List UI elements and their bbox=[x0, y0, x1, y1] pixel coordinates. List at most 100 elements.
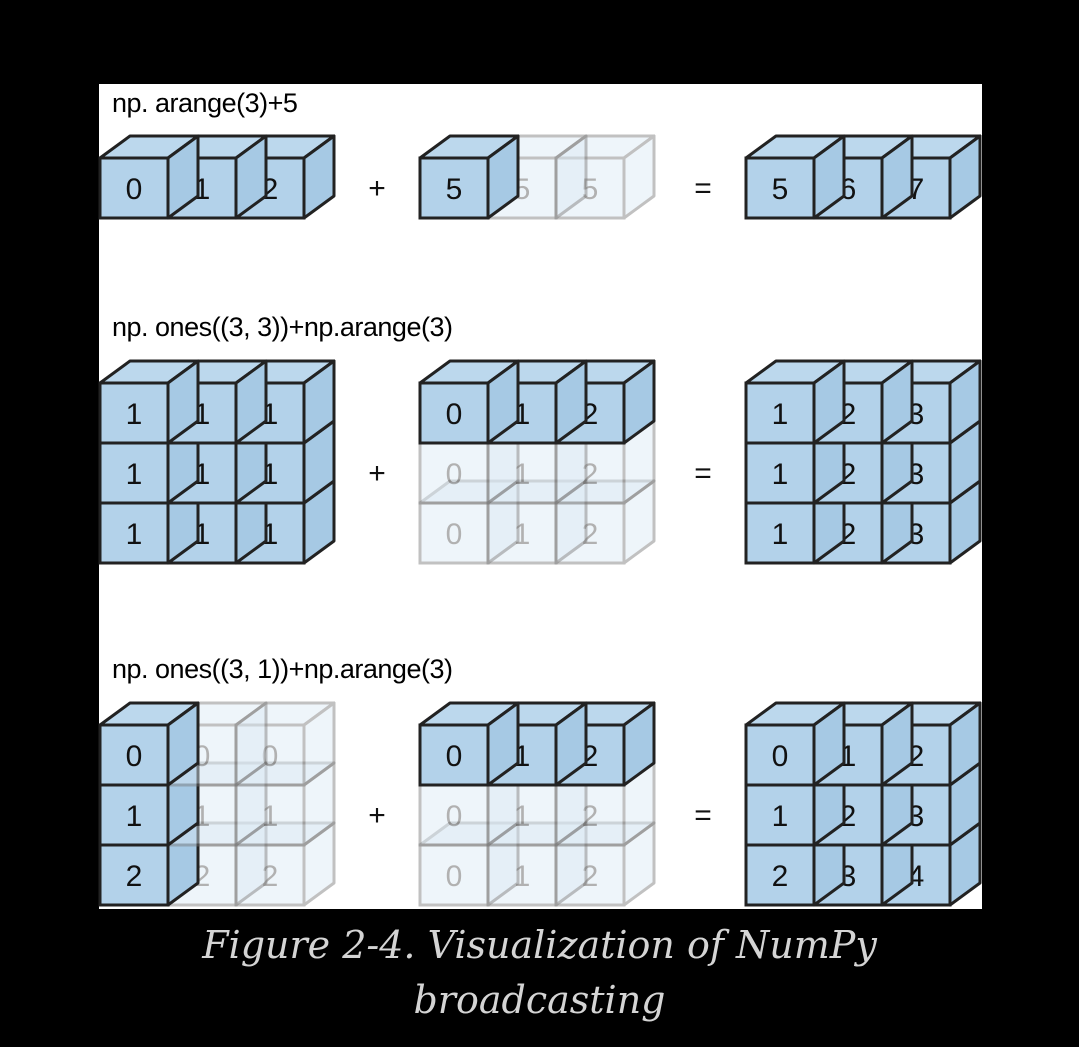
cube-front-face bbox=[98, 723, 170, 787]
cube-front-face bbox=[418, 381, 490, 445]
cube-top-face bbox=[418, 479, 520, 505]
cell-value: 0 bbox=[446, 740, 463, 773]
cell-value: 2 bbox=[582, 860, 599, 893]
cube-front-face bbox=[744, 156, 816, 220]
cell-value: 1 bbox=[772, 800, 789, 833]
cube-side-face bbox=[622, 134, 656, 220]
cell-ex3-op1-r0-c0: 0 bbox=[98, 701, 200, 787]
plus-operator-1: + bbox=[368, 172, 386, 205]
figure-caption: Figure 2-4. Visualization of NumPy broad… bbox=[0, 918, 1079, 1028]
cube-front-face bbox=[418, 441, 490, 505]
cell-ex1-op3-r0-c0: 5 bbox=[744, 134, 846, 220]
cell-value: 0 bbox=[446, 860, 463, 893]
cube-front-face bbox=[234, 783, 306, 847]
cell-ex1-op2-r0-c0: 5 bbox=[418, 134, 520, 220]
cell-value: 2 bbox=[262, 860, 279, 893]
cell-value: 5 bbox=[446, 173, 463, 206]
equals-operator-1: = bbox=[694, 172, 712, 205]
cell-value: 5 bbox=[582, 173, 599, 206]
cell-value: 1 bbox=[772, 518, 789, 551]
cell-value: 1 bbox=[126, 800, 143, 833]
cube-side-face bbox=[554, 821, 588, 907]
cube-front-face bbox=[554, 783, 626, 847]
cube-top-face bbox=[554, 134, 656, 160]
cell-ex3-op2-r2-c0: 0 bbox=[418, 821, 520, 907]
cube-front-face bbox=[554, 501, 626, 565]
caption-line-2: broadcasting bbox=[413, 978, 666, 1022]
cell-value: 0 bbox=[262, 740, 279, 773]
cube-front-face bbox=[418, 843, 490, 907]
cell-ex2-op2-r0-c0: 0 bbox=[418, 359, 520, 445]
cell-value: 1 bbox=[772, 398, 789, 431]
cell-ex3-op1-r1-c2: 1 bbox=[234, 761, 336, 847]
expression-label-1: np. arange(3)+5 bbox=[112, 88, 298, 118]
cube-side-face bbox=[554, 134, 588, 220]
cube-front-face bbox=[98, 381, 170, 445]
cell-ex1-op2-r0-c2: 5 bbox=[554, 134, 656, 220]
cell-ex3-op2-r2-c2: 2 bbox=[554, 821, 656, 907]
cube-top-face bbox=[554, 821, 656, 847]
cell-value: 1 bbox=[126, 518, 143, 551]
cell-value: 2 bbox=[126, 860, 143, 893]
cube-top-face bbox=[234, 821, 336, 847]
cell-value: 0 bbox=[446, 518, 463, 551]
cube-front-face bbox=[418, 501, 490, 565]
cube-side-face bbox=[622, 821, 656, 907]
plus-operator-2: + bbox=[368, 457, 386, 490]
plus-operator-3: + bbox=[368, 799, 386, 832]
equals-operator-3: = bbox=[694, 799, 712, 832]
cube-front-face bbox=[98, 441, 170, 505]
caption-line-1: Figure 2-4. Visualization of NumPy bbox=[202, 923, 877, 967]
cell-value: 0 bbox=[126, 740, 143, 773]
cube-side-face bbox=[302, 821, 336, 907]
cell-value: 1 bbox=[126, 458, 143, 491]
cube-side-face bbox=[554, 479, 588, 565]
cube-front-face bbox=[98, 501, 170, 565]
cube-front-face bbox=[554, 156, 626, 220]
cube-front-face bbox=[98, 783, 170, 847]
cube-top-face bbox=[234, 761, 336, 787]
equals-operator-2: = bbox=[694, 457, 712, 490]
cell-value: 0 bbox=[446, 458, 463, 491]
cell-value: 0 bbox=[446, 398, 463, 431]
cube-front-face bbox=[98, 156, 170, 220]
expression-label-3: np. ones((3, 1))+np.arange(3) bbox=[112, 654, 453, 684]
cell-value: 5 bbox=[772, 173, 789, 206]
cube-top-face bbox=[554, 479, 656, 505]
cell-value: 1 bbox=[514, 518, 531, 551]
cube-top-face bbox=[486, 479, 588, 505]
expression-label-2: np. ones((3, 3))+np.arange(3) bbox=[112, 312, 453, 342]
cube-top-face bbox=[418, 821, 520, 847]
cube-front-face bbox=[486, 783, 558, 847]
cube-side-face bbox=[302, 701, 336, 787]
cube-side-face bbox=[486, 821, 520, 907]
cell-value: 1 bbox=[514, 800, 531, 833]
cell-value: 0 bbox=[772, 740, 789, 773]
cell-ex2-op3-r0-c0: 1 bbox=[744, 359, 846, 445]
cell-value: 1 bbox=[772, 458, 789, 491]
cube-front-face bbox=[744, 723, 816, 787]
cube-top-face bbox=[486, 821, 588, 847]
cell-value: 2 bbox=[582, 518, 599, 551]
cell-value: 0 bbox=[126, 173, 143, 206]
cell-ex3-op2-r2-c1: 1 bbox=[486, 821, 588, 907]
cube-side-face bbox=[622, 479, 656, 565]
cell-ex2-op2-r2-c2: 2 bbox=[554, 479, 656, 565]
cube-side-face bbox=[234, 761, 268, 847]
cell-value: 2 bbox=[582, 800, 599, 833]
cube-front-face bbox=[418, 723, 490, 787]
cube-front-face bbox=[554, 843, 626, 907]
cube-side-face bbox=[234, 821, 268, 907]
cube-top-face bbox=[234, 701, 336, 727]
cube-front-face bbox=[234, 723, 306, 787]
cube-side-face bbox=[486, 479, 520, 565]
cell-value: 1 bbox=[126, 398, 143, 431]
cube-front-face bbox=[234, 843, 306, 907]
cube-front-face bbox=[486, 843, 558, 907]
cell-value: 1 bbox=[514, 458, 531, 491]
cell-ex3-op1-r0-c2: 0 bbox=[234, 701, 336, 787]
cell-ex2-op2-r2-c1: 1 bbox=[486, 479, 588, 565]
cell-ex3-op1-r2-c2: 2 bbox=[234, 821, 336, 907]
cell-value: 1 bbox=[262, 800, 279, 833]
